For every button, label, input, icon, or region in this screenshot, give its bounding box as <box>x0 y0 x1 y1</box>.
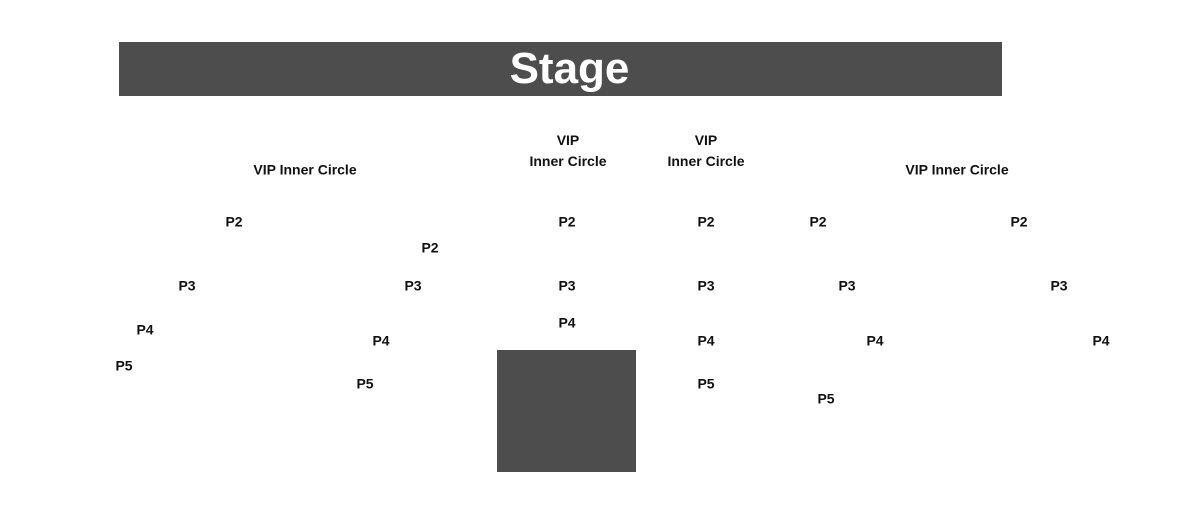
section-p2[interactable]: P2 <box>697 213 715 230</box>
center-block <box>497 350 636 472</box>
stage: Stage <box>119 42 1002 96</box>
section-label-line1: VIP <box>556 132 580 148</box>
section-p2[interactable]: P2 <box>421 239 439 256</box>
section-p5[interactable]: P5 <box>817 390 835 407</box>
section-p4[interactable]: P4 <box>558 314 576 331</box>
section-p5[interactable]: P5 <box>697 375 715 392</box>
section-label-line2: Inner Circle <box>529 153 607 169</box>
section-label-line2: Inner Circle <box>667 153 745 169</box>
section-vip-right[interactable]: VIP Inner Circle <box>905 161 1009 178</box>
section-vip-center-right[interactable]: VIP Inner Circle <box>667 130 744 172</box>
stage-label: Stage <box>509 44 630 93</box>
section-p2[interactable]: P2 <box>1010 213 1028 230</box>
section-p3[interactable]: P3 <box>1050 277 1068 294</box>
section-p3[interactable]: P3 <box>558 277 576 294</box>
section-p4[interactable]: P4 <box>1092 332 1110 349</box>
section-p3[interactable]: P3 <box>697 277 715 294</box>
section-vip-left[interactable]: VIP Inner Circle <box>253 161 357 178</box>
section-p2[interactable]: P2 <box>809 213 827 230</box>
section-vip-center-left[interactable]: VIP Inner Circle <box>529 130 606 172</box>
section-p3[interactable]: P3 <box>178 277 196 294</box>
section-p4[interactable]: P4 <box>372 332 390 349</box>
section-p4[interactable]: P4 <box>136 321 154 338</box>
section-p4[interactable]: P4 <box>866 332 884 349</box>
section-p2[interactable]: P2 <box>225 213 243 230</box>
section-p3[interactable]: P3 <box>404 277 422 294</box>
section-p3[interactable]: P3 <box>838 277 856 294</box>
section-p2[interactable]: P2 <box>558 213 576 230</box>
section-p5[interactable]: P5 <box>115 357 133 374</box>
section-label-line1: VIP <box>694 132 718 148</box>
section-p5[interactable]: P5 <box>356 375 374 392</box>
section-p4[interactable]: P4 <box>697 332 715 349</box>
